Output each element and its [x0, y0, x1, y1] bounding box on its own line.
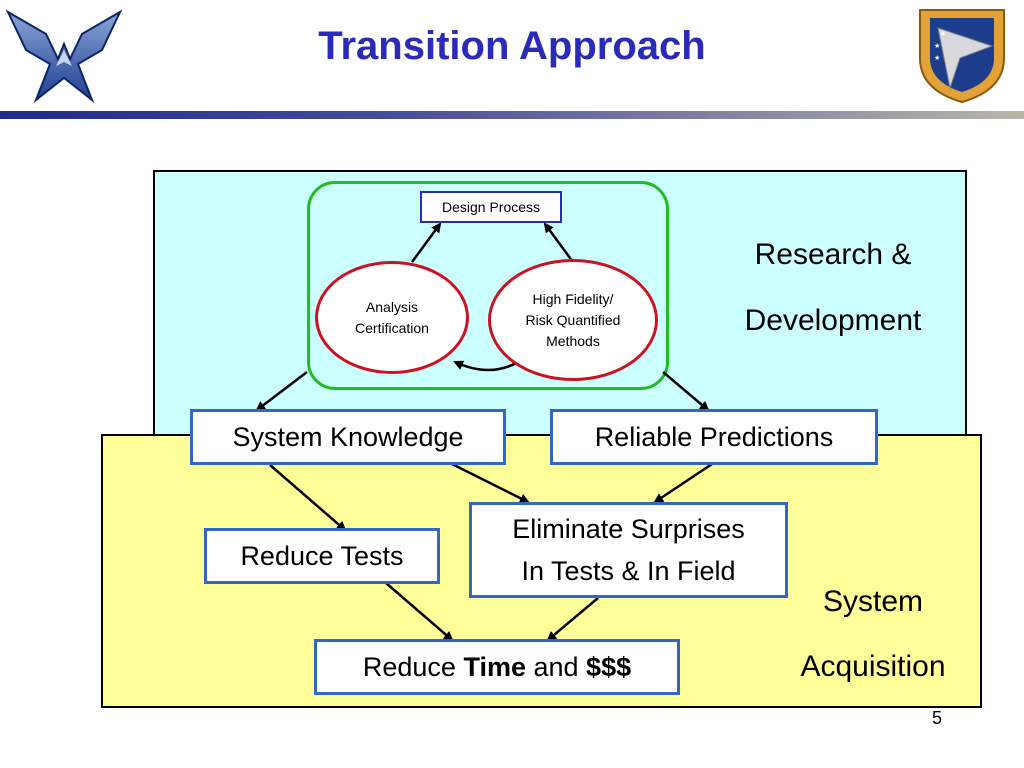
- reduce-time-box: Reduce Time and $$$: [314, 639, 680, 695]
- analysis-line2: Certification: [355, 319, 429, 336]
- analysis-line1: Analysis: [365, 298, 419, 315]
- reliable-predictions-label: Reliable Predictions: [594, 422, 834, 452]
- high-fidelity-oval: High Fidelity/ Risk Quantified Methods: [488, 259, 658, 381]
- svg-text:★: ★: [934, 42, 940, 50]
- eliminate-line1: Eliminate Surprises: [512, 514, 745, 544]
- research-label: Research & Development: [718, 235, 948, 341]
- air-force-logo: [5, 4, 123, 104]
- page-number: 5: [931, 708, 942, 728]
- reliable-predictions-box: Reliable Predictions: [550, 409, 878, 465]
- eliminate-line2: In Tests & In Field: [521, 556, 736, 586]
- afrl-logo: ★ ★ ★: [912, 2, 1012, 106]
- research-label-line2: Development: [744, 304, 922, 337]
- reduce-time-part3: and: [525, 652, 587, 682]
- header-rule: [0, 111, 1024, 119]
- acquisition-label-line1: System: [822, 585, 924, 618]
- acquisition-label: System Acquisition: [778, 582, 968, 687]
- reduce-tests-box: Reduce Tests: [204, 528, 440, 584]
- reduce-time-part4: $$$: [586, 652, 632, 682]
- reduce-time-label: Reduce Time and $$$: [363, 648, 631, 686]
- system-knowledge-box: System Knowledge: [190, 409, 506, 465]
- research-label-line1: Research &: [754, 238, 912, 271]
- design-process-box: Design Process: [420, 191, 562, 223]
- reduce-tests-label: Reduce Tests: [240, 541, 404, 571]
- eliminate-surprises-box: Eliminate Surprises In Tests & In Field: [469, 502, 788, 598]
- analysis-certification-oval: Analysis Certification: [315, 261, 469, 374]
- high-fidelity-line3: Methods: [546, 332, 600, 349]
- svg-text:★: ★: [934, 54, 940, 62]
- system-knowledge-label: System Knowledge: [232, 422, 464, 452]
- slide-title: Transition Approach: [318, 24, 706, 68]
- high-fidelity-line1: High Fidelity/: [532, 290, 614, 307]
- svg-text:★: ★: [940, 30, 946, 38]
- reduce-time-part2: Time: [463, 652, 526, 682]
- reduce-time-part1: Reduce: [362, 652, 464, 682]
- high-fidelity-line2: Risk Quantified: [525, 311, 621, 328]
- design-process-label: Design Process: [441, 199, 541, 215]
- acquisition-label-line2: Acquisition: [800, 650, 946, 683]
